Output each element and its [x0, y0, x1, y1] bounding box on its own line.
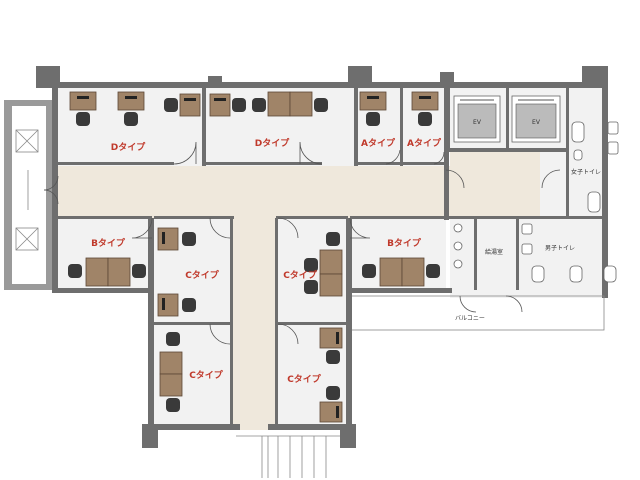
womens-toilet-label: 女子トイレ: [571, 168, 601, 176]
room-label-d2: Dタイプ: [255, 137, 290, 149]
room-label-b2: Bタイプ: [387, 237, 422, 249]
doors: [43, 141, 561, 345]
room-label-a2: Aタイプ: [407, 137, 442, 149]
corridor: [58, 152, 540, 430]
workstation-d1: [69, 91, 201, 126]
workstation-c4: [319, 327, 343, 423]
elevator-1: EV: [453, 95, 501, 143]
balcony-label: バルコニー: [455, 315, 485, 322]
room-label-a1: Aタイプ: [361, 137, 396, 149]
workstation-a1: [359, 91, 387, 126]
womens-toilet: 女子トイレ: [571, 121, 619, 213]
elevator-1-label: EV: [473, 119, 482, 126]
mens-toilet-label: 男子トイレ: [545, 245, 575, 252]
workstation-c2: [304, 232, 343, 297]
mens-toilet: 男子トイレ: [521, 223, 617, 283]
room-label-c4: Cタイプ: [287, 373, 322, 385]
workstation-a2: [411, 91, 439, 126]
walls: [4, 66, 608, 478]
room-label-c3: Cタイプ: [189, 369, 224, 381]
workstation-c1: [157, 227, 196, 317]
room-label-d1: Dタイプ: [111, 141, 146, 153]
workstation-b1: [68, 257, 146, 287]
room-label-b1: Bタイプ: [91, 237, 126, 249]
room-label-c1: Cタイプ: [185, 269, 220, 281]
elevator-2: EV: [511, 95, 561, 143]
room-labels: Dタイプ Dタイプ Aタイプ Aタイプ Bタイプ Bタイプ Cタイプ Cタイプ …: [91, 137, 442, 385]
workstation-c3: [159, 332, 183, 412]
workstation-b2: [362, 257, 440, 287]
elevator-2-label: EV: [532, 119, 541, 126]
storage-room: 給湯室: [453, 223, 503, 269]
storage-room-label: 給湯室: [485, 248, 503, 256]
room-label-c2: Cタイプ: [283, 269, 318, 281]
workstation-d2: [209, 91, 328, 117]
